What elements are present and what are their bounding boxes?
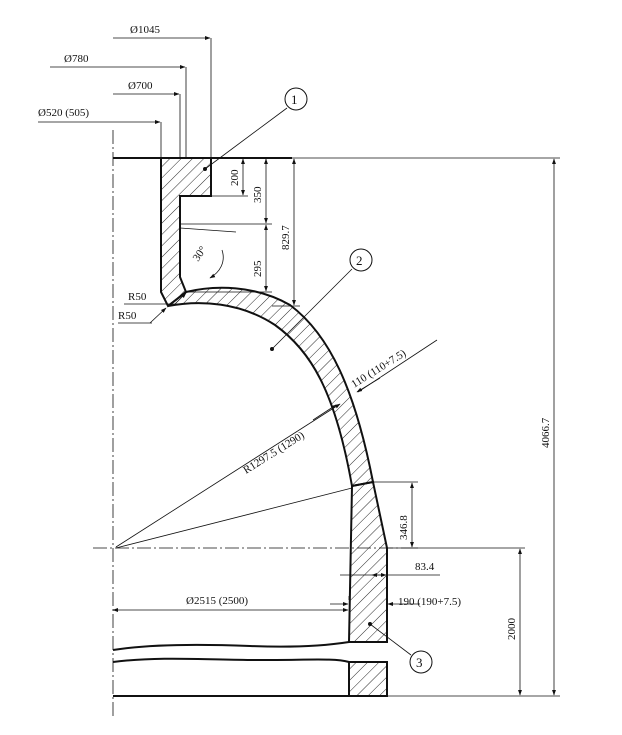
angle-dimension: 30° <box>179 227 237 279</box>
part-3-shell-lower <box>348 661 388 697</box>
section-wall <box>160 157 388 697</box>
dim-r1297: R1297.5 (1290) <box>241 429 307 476</box>
diameter-dimensions: Ø1045 Ø780 Ø700 Ø520 (505) Ø2515 (2500) <box>38 24 349 612</box>
dim-d2515: Ø2515 (2500) <box>186 595 248 607</box>
dim-h83: 83.4 <box>415 561 435 573</box>
part-1-flange <box>160 157 212 308</box>
dim-d520: Ø520 (505) <box>38 107 89 119</box>
dim-angle: 30° <box>191 244 210 264</box>
dim-d780: Ø780 <box>64 53 89 65</box>
dim-v200: 200 <box>229 169 241 186</box>
callout-3: 3 <box>368 622 433 674</box>
callout-2: 2 <box>270 248 373 351</box>
break-line-lower <box>112 657 350 663</box>
horizontal-dimensions: 83.4 190 (190+7.5) <box>330 548 461 608</box>
dim-v350: 350 <box>252 186 264 203</box>
dim-d700: Ø700 <box>128 80 153 92</box>
break-line-upper <box>112 641 350 651</box>
dim-v4066: 4066.7 <box>540 417 552 448</box>
dim-d1045: Ø1045 <box>130 24 160 36</box>
dim-v829: 829.7 <box>280 225 292 250</box>
dim-v346: 346.8 <box>398 515 410 540</box>
callout-1-label: 1 <box>291 92 298 107</box>
vertical-dimensions: 200 350 295 829.7 4066.7 346.8 2000 <box>180 158 556 696</box>
dim-v2000: 2000 <box>506 618 518 641</box>
dim-h190: 190 (190+7.5) <box>398 596 461 608</box>
dim-r50-a: R50 <box>128 291 147 303</box>
dim-thickness: 110 (110+7.5) <box>349 347 408 390</box>
dim-r50-b: R50 <box>118 310 137 322</box>
callout-2-label: 2 <box>356 253 363 268</box>
dim-v295: 295 <box>252 260 264 277</box>
radius-dimensions: R50 R50 R1297.5 (1290) <box>115 291 353 549</box>
callout-3-label: 3 <box>416 655 423 670</box>
part-3-shell-upper <box>347 480 388 643</box>
callout-1: 1 <box>203 87 308 171</box>
